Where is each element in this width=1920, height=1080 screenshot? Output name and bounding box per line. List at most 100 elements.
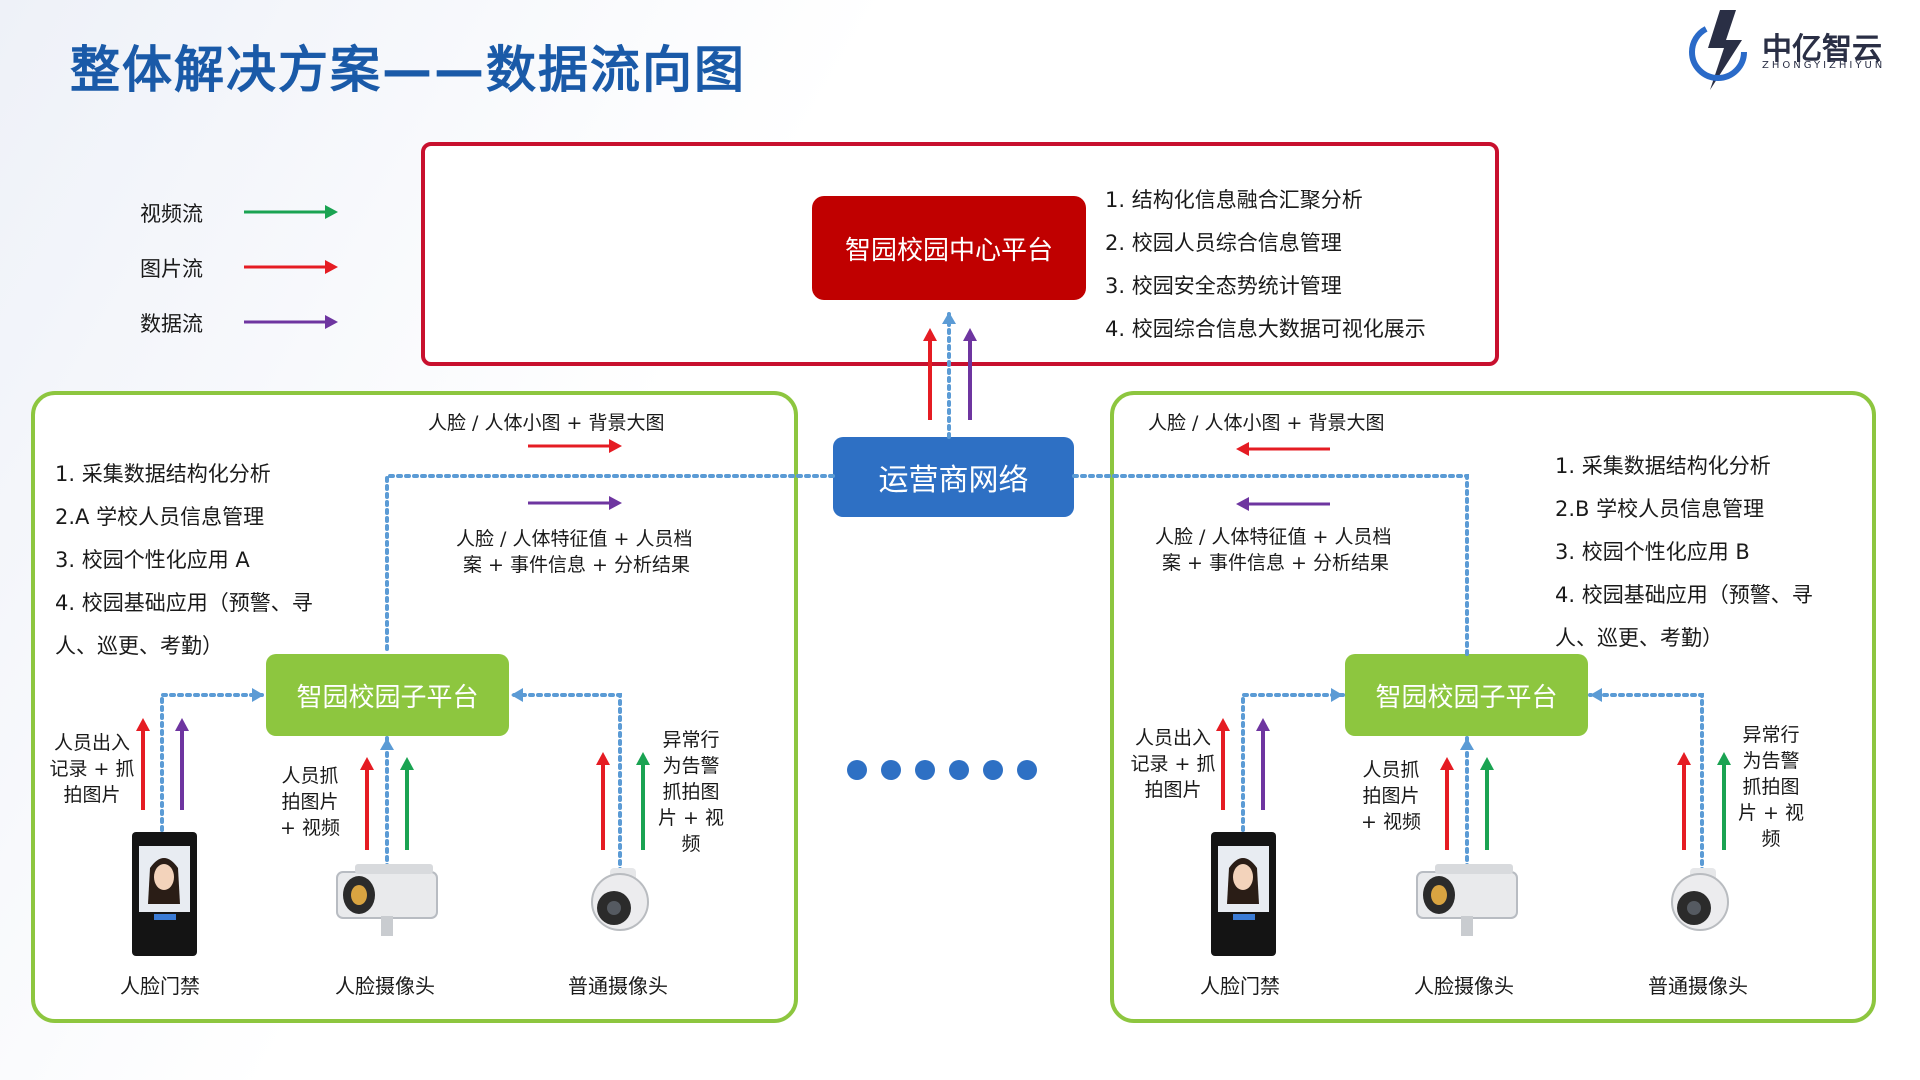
ellipsis-dot [949,760,969,780]
left-feature-1: 1. 采集数据结构化分析 [55,462,271,486]
right-network-link [1072,474,1469,656]
left-face-access-terminal-icon-face-front [154,864,174,890]
center-feature-4: 4. 校园综合信息大数据可视化展示 [1105,317,1426,341]
left-normal-camera-caption: 异常行为告警抓拍图片 + 视频 [658,729,724,855]
left-face-access-terminal-icon-badge [154,914,176,920]
center-feature-3: 3. 校园安全态势统计管理 [1105,274,1342,298]
left-face-gate-name: 人脸门禁 [120,974,200,998]
right-gate-link-head [1331,688,1343,702]
left-dome-camera-icon-lens-core [607,901,621,915]
logo-subtitle: ZHONGYIZHIYUN [1762,60,1886,71]
right-feature-2: 2.B 学校人员信息管理 [1555,497,1765,521]
right-sub-platform-box [1345,654,1588,736]
left-normalcam-video-arrow [636,752,650,850]
left-bullet-camera-icon-mount [381,916,393,936]
right-upload-image-arrow [1236,442,1330,456]
right-sub-platform-label: 智园校园子平台 [1375,682,1558,713]
left-feature-3: 3. 校园个性化应用 A [55,548,250,572]
logo-name: 中亿智云 [1762,32,1882,67]
legend-arrow-image [244,260,338,274]
right-bullet-camera-icon-hood [1435,864,1513,874]
left-sub-platform-label: 智园校园子平台 [296,682,479,713]
left-face-camera-caption: 人员抓拍图片+ 视频 [280,765,340,839]
center-feature-1: 1. 结构化信息融合汇聚分析 [1105,188,1363,212]
legend-label-data: 数据流 [140,312,203,336]
right-facecam-image-arrow [1440,757,1454,850]
left-bullet-camera-icon-hood [355,864,433,874]
center-platform-box [812,196,1086,300]
right-face-access-terminal-icon-face-front [1233,864,1253,890]
right-normal-camera-name: 普通摄像头 [1648,974,1748,998]
right-feature-5: 人、巡更、考勤） [1555,626,1723,650]
right-dome-camera-icon-lens-core [1687,901,1701,915]
left-upload-label-data-1: 人脸 / 人体特征值 + 人员档 [456,528,693,550]
left-bullet-camera-icon-lens-light [351,885,367,905]
center-upload-data-arrow [963,328,977,420]
right-upload-label-data-1: 人脸 / 人体特征值 + 人员档 [1155,526,1392,548]
network-to-center-link-head [942,312,956,324]
network-box [833,437,1074,517]
left-feature-2: 2.A 学校人员信息管理 [55,505,265,529]
left-sub-platform-box [266,654,509,736]
ellipsis-dot [881,760,901,780]
left-face-camera-name: 人脸摄像头 [335,974,435,998]
left-feature-5: 人、巡更、考勤） [55,634,223,658]
right-face-access-terminal-icon-badge [1233,914,1255,920]
right-upload-label-data-2: 案 + 事件信息 + 分析结果 [1162,552,1389,574]
right-normalcam-image-arrow [1677,752,1691,850]
center-upload-image-arrow [923,328,937,420]
right-feature-1: 1. 采集数据结构化分析 [1555,454,1771,478]
legend-arrow-video [244,205,338,219]
ellipsis-dot [983,760,1003,780]
left-normalcam-image-arrow [596,752,610,850]
legend-label-video: 视频流 [140,202,203,226]
left-face-gate-caption: 人员出入记录 + 抓拍图片 [49,732,135,806]
ellipsis-dot [1017,760,1037,780]
left-normal-camera-name: 普通摄像头 [568,974,668,998]
left-upload-label-images: 人脸 / 人体小图 + 背景大图 [428,412,665,434]
right-bullet-camera-icon-lens-light [1431,885,1447,905]
left-normalcam-link-head [511,688,523,702]
right-face-gate-caption: 人员出入记录 + 抓拍图片 [1130,727,1216,801]
left-normalcam-link [509,693,622,874]
right-facecam-video-arrow [1480,757,1494,850]
right-normal-camera-caption: 异常行为告警抓拍图片 + 视频 [1738,724,1804,850]
right-facecam-link-head [1460,738,1474,750]
network-label: 运营商网络 [878,463,1029,498]
left-gate-image-arrow [136,718,150,810]
left-network-link [385,474,835,656]
right-gate-data-arrow [1256,718,1270,810]
center-feature-2: 2. 校园人员综合信息管理 [1105,231,1342,255]
center-platform-label: 智园校园中心平台 [844,235,1053,266]
ellipsis-dot [915,760,935,780]
right-upload-label-images: 人脸 / 人体小图 + 背景大图 [1148,412,1385,434]
left-gate-link-head [252,688,264,702]
right-bullet-camera-icon-mount [1461,916,1473,936]
left-facecam-image-arrow [360,757,374,850]
left-facecam-link-head [380,738,394,750]
page-title: 整体解决方案——数据流向图 [70,41,746,99]
right-gate-image-arrow [1216,718,1230,810]
left-upload-label-data-2: 案 + 事件信息 + 分析结果 [463,554,690,576]
legend-label-image: 图片流 [140,257,203,281]
left-upload-data-arrow [528,496,622,510]
right-face-camera-name: 人脸摄像头 [1414,974,1514,998]
right-normalcam-video-arrow [1717,752,1731,850]
right-face-camera-caption: 人员抓拍图片+ 视频 [1361,759,1421,833]
right-normalcam-link-head [1590,688,1602,702]
legend-arrow-data [244,315,338,329]
right-face-gate-name: 人脸门禁 [1200,974,1280,998]
right-normalcam-link [1588,693,1704,874]
ellipsis-dot [847,760,867,780]
left-upload-image-arrow [528,439,622,453]
right-feature-4: 4. 校园基础应用（预警、寻 [1555,583,1813,607]
right-upload-data-arrow [1236,497,1330,511]
left-gate-data-arrow [175,718,189,810]
left-feature-4: 4. 校园基础应用（预警、寻 [55,591,313,615]
zy-logo-icon [1689,10,1747,90]
left-gate-link [160,693,266,840]
right-gate-link [1241,693,1345,840]
left-facecam-video-arrow [400,757,414,850]
